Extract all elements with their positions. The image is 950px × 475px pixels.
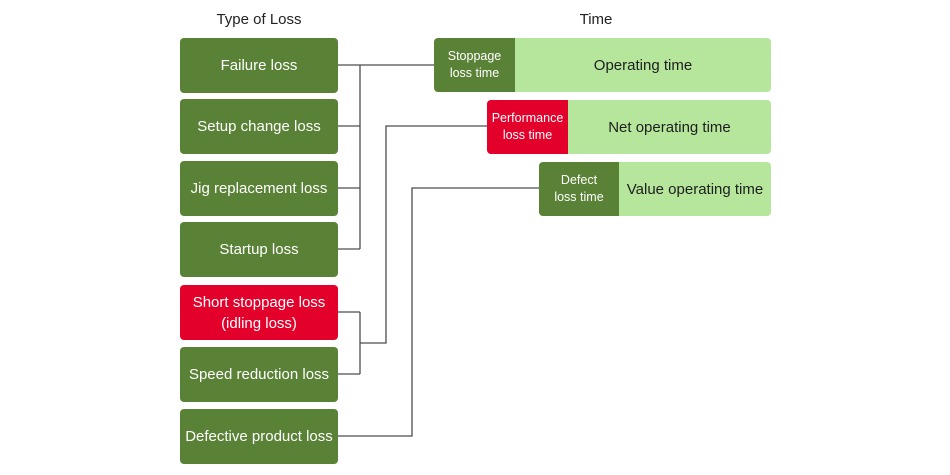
- connector-defect-to-bar: [338, 187, 539, 437]
- loss-setup-change: Setup change loss: [180, 99, 338, 154]
- loss-jig-replacement: Jig replacement loss: [180, 161, 338, 216]
- time-bar-net-operating: Performance loss time Net operating time: [487, 100, 771, 154]
- net-operating-time-label: Net operating time: [568, 100, 771, 154]
- stoppage-loss-time-label: Stoppage loss time: [434, 38, 515, 92]
- type-of-loss-header: Type of Loss: [216, 11, 302, 28]
- time-bar-value-operating: Defect loss time Value operating time: [539, 162, 771, 216]
- loss-failure: Failure loss: [180, 38, 338, 93]
- loss-short-stoppage: Short stoppage loss (idling loss): [180, 285, 338, 340]
- connector-performance-to-bar: [360, 125, 487, 344]
- performance-loss-time-label: Performance loss time: [487, 100, 568, 154]
- operating-time-label: Operating time: [515, 38, 771, 92]
- loss-startup: Startup loss: [180, 222, 338, 277]
- value-operating-time-label: Value operating time: [619, 162, 771, 216]
- time-bar-operating: Stoppage loss time Operating time: [434, 38, 771, 92]
- loss-defective-product: Defective product loss: [180, 409, 338, 464]
- loss-speed-reduction: Speed reduction loss: [180, 347, 338, 402]
- time-header: Time: [579, 11, 613, 28]
- defect-loss-time-label: Defect loss time: [539, 162, 619, 216]
